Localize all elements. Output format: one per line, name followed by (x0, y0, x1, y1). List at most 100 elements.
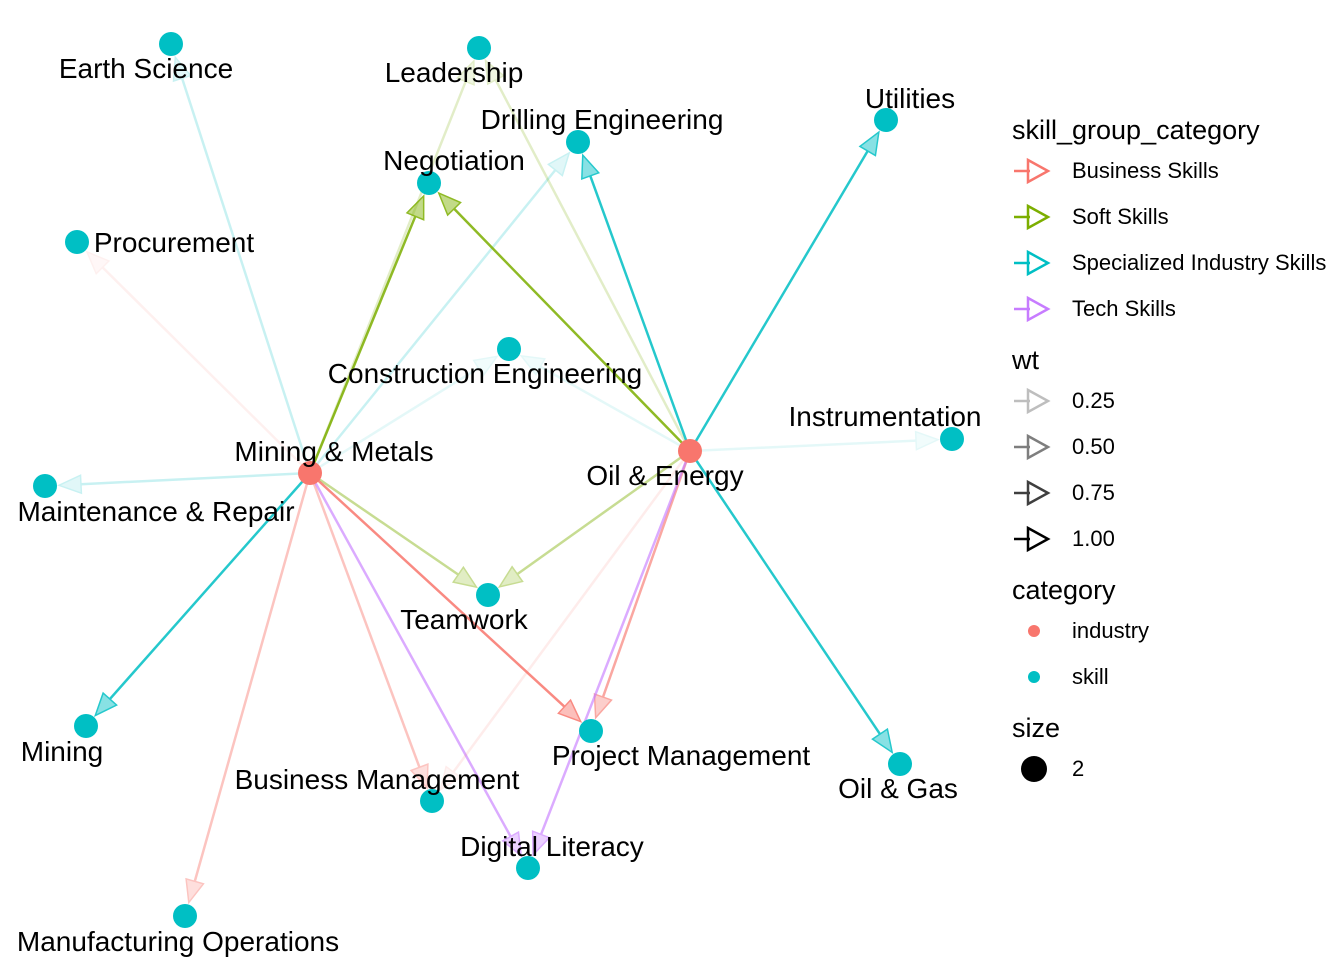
edge-line (539, 365, 691, 453)
legend-title-wt: wt (1012, 345, 1039, 375)
arrow-icon (1012, 148, 1060, 194)
node-mining-metals[interactable] (298, 461, 322, 485)
node-digital-literacy[interactable] (516, 856, 540, 880)
edge-mining_metals-drilling_engineering (309, 151, 571, 474)
node-procurement[interactable] (65, 230, 89, 254)
edge-mining_metals-digital_literacy (308, 472, 523, 858)
node-teamwork[interactable] (476, 583, 500, 607)
arrowhead (172, 55, 192, 83)
node-utilities[interactable] (874, 108, 898, 132)
edge-line (108, 472, 311, 700)
node-business-management[interactable] (420, 789, 444, 813)
arrowhead (85, 250, 111, 276)
edge-line (452, 450, 692, 773)
node-label-leadership: Leadership (385, 57, 524, 88)
arrowhead (557, 698, 583, 723)
edge-line (309, 472, 566, 708)
edge-line (494, 79, 692, 452)
edge-line (688, 150, 869, 452)
edge-line (309, 169, 557, 474)
arrowhead (57, 474, 83, 495)
legend-wt: wt 0.25 0.50 0.75 1.00 (1012, 342, 1342, 562)
node-instrumentation[interactable] (940, 427, 964, 451)
edge-mining_metals-mining (93, 472, 311, 718)
legend-title-size: size (1012, 713, 1061, 743)
arrow-icon (1012, 378, 1060, 424)
node-oil-energy[interactable] (678, 439, 702, 463)
node-drilling-engineering[interactable] (566, 130, 590, 154)
legend-item-wt: 0.75 (1012, 470, 1342, 516)
edge-line (539, 450, 692, 835)
edge-oil_energy-construction_engineering (519, 354, 691, 453)
legend-item-wt: 1.00 (1012, 516, 1342, 562)
legend-label: skill (1072, 664, 1109, 689)
node-label-mining-metals: Mining & Metals (234, 436, 433, 467)
arrowhead (593, 692, 613, 720)
node-maintenance-repair[interactable] (33, 474, 57, 498)
legend-label: Specialized Industry Skills (1072, 250, 1327, 275)
edge-mining_metals-project_management (309, 472, 583, 723)
edge-oil_energy-digital_literacy (531, 450, 692, 857)
node-label-business-management: Business Management (235, 764, 520, 795)
node-leadership[interactable] (467, 36, 491, 60)
node-label-instrumentation: Instrumentation (789, 401, 982, 432)
node-manufacturing-operations[interactable] (173, 904, 197, 928)
node-oil-gas[interactable] (888, 752, 912, 776)
legend-title-category: category (1012, 575, 1116, 605)
legend-item-business-skills: Business Skills (1012, 148, 1342, 194)
node-negotiation[interactable] (417, 171, 441, 195)
arrowhead (472, 355, 499, 378)
arrow-icon (1012, 424, 1060, 470)
edge-line (689, 439, 917, 453)
node-label-oil-gas: Oil & Gas (838, 773, 958, 804)
arrowhead (185, 877, 205, 905)
legend-label: 0.50 (1072, 434, 1115, 459)
edge-mining_metals-negotiation (308, 194, 425, 474)
arrowhead (581, 153, 601, 180)
node-label-oil-energy: Oil & Energy (586, 460, 743, 491)
edge-mining_metals-business_management (308, 472, 429, 790)
arrowhead (451, 565, 479, 589)
legend-size: size 2 (1012, 710, 1342, 792)
legend-item-soft-skills: Soft Skills (1012, 194, 1342, 240)
node-mining[interactable] (74, 714, 98, 738)
edge-line (309, 366, 480, 475)
edge-oil_energy-utilities (688, 130, 880, 452)
node-label-mining: Mining (21, 736, 103, 767)
edge-line (601, 450, 692, 698)
arrowhead (519, 354, 546, 376)
arrowhead (531, 830, 551, 857)
edge-line (453, 207, 691, 452)
edge-mining_metals-construction_engineering (309, 355, 499, 475)
legend: skill_group_category Business Skills Sof… (1012, 112, 1342, 802)
dot-icon (1012, 654, 1060, 700)
edge-oil_energy-instrumentation (689, 430, 940, 453)
edge-line (309, 471, 460, 576)
node-label-teamwork: Teamwork (400, 604, 529, 635)
legend-item-industry: industry (1012, 608, 1342, 654)
edge-line (589, 175, 692, 452)
node-label-digital-literacy: Digital Literacy (460, 831, 644, 862)
arrowhead (914, 430, 940, 451)
legend-label: Tech Skills (1072, 296, 1176, 321)
node-label-utilities: Utilities (865, 83, 955, 114)
node-construction-engineering[interactable] (497, 337, 521, 361)
arrowhead (547, 151, 571, 177)
arrowhead (871, 727, 894, 755)
node-layer (33, 32, 964, 928)
arrowhead (858, 130, 880, 157)
arrowhead (439, 765, 462, 792)
node-earth-science[interactable] (159, 32, 183, 56)
edge-line (308, 215, 417, 474)
edge-oil_energy-leadership (484, 58, 692, 452)
node-project-management[interactable] (579, 719, 603, 743)
arrowhead (456, 59, 475, 86)
arrowhead (405, 194, 425, 221)
edge-oil_energy-teamwork (497, 449, 691, 589)
edge-line (308, 472, 512, 838)
edge-oil_energy-negotiation (437, 191, 691, 452)
edge-mining_metals-teamwork (309, 471, 479, 589)
legend-item-specialized-industry-skills: Specialized Industry Skills (1012, 240, 1342, 286)
edge-mining_metals-earth_science (172, 55, 312, 474)
